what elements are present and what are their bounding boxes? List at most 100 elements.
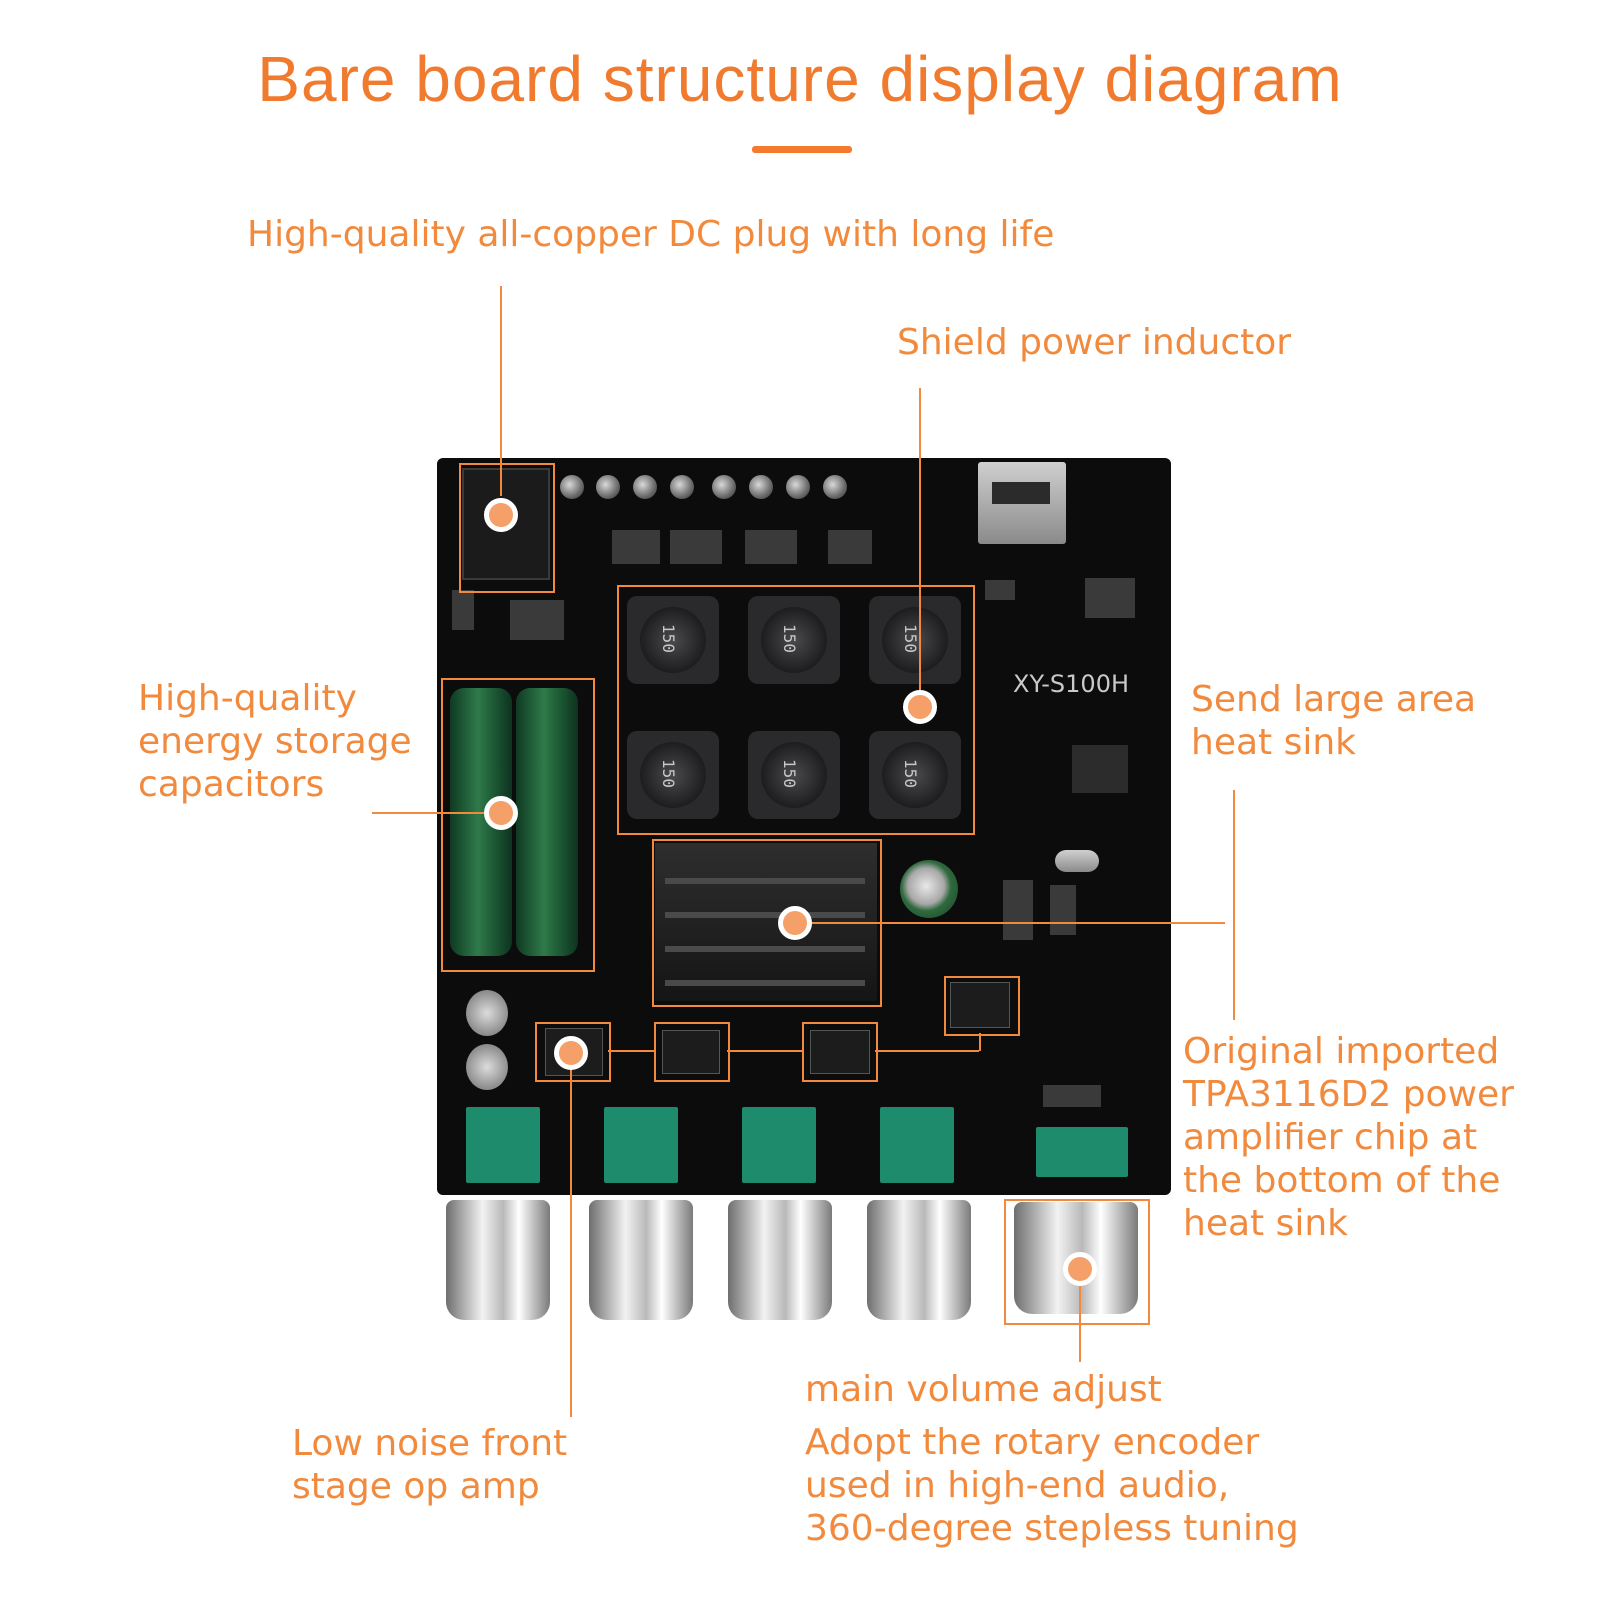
smd-component — [1085, 578, 1135, 618]
tone-knob[interactable] — [589, 1200, 693, 1320]
smd-component — [670, 530, 722, 564]
smd-component — [612, 530, 660, 564]
potentiometer — [466, 1107, 540, 1183]
tone-knob[interactable] — [728, 1200, 832, 1320]
amp-chip-leader — [1233, 790, 1235, 1020]
smd-component — [828, 530, 872, 564]
inductor-marking: 150 — [779, 759, 799, 788]
pin-header — [1043, 1085, 1101, 1107]
small-capacitor — [466, 1044, 508, 1090]
op-amp-link — [979, 1033, 981, 1051]
energy-capacitor — [516, 688, 578, 956]
dc-jack — [462, 468, 550, 580]
inductor-marking: 150 — [658, 759, 678, 788]
label-capacitors-line2: energy storage — [138, 721, 412, 762]
op-amp-marker — [554, 1036, 588, 1070]
terminal-screw — [633, 475, 657, 499]
label-op-amp-line1: Low noise front — [292, 1423, 568, 1464]
label-capacitors-line3: capacitors — [138, 764, 325, 805]
label-capacitors-line1: High-quality — [138, 678, 357, 719]
terminal-screw — [786, 475, 810, 499]
label-volume-title: main volume adjust — [805, 1369, 1162, 1410]
label-op-amp: Low noise front stage op amp — [292, 1422, 567, 1508]
tone-knob[interactable] — [446, 1200, 550, 1320]
inductor-marking: 150 — [658, 624, 678, 653]
potentiometer — [604, 1107, 678, 1183]
dc-plug-highlight — [459, 463, 555, 593]
potentiometer — [880, 1107, 954, 1183]
op-amp-highlight — [654, 1022, 730, 1082]
label-amp-chip-line3: amplifier chip at — [1183, 1117, 1478, 1158]
op-amp-chip — [810, 1030, 870, 1074]
rotary-encoder-base — [1036, 1127, 1128, 1177]
inductor-core — [640, 607, 706, 673]
inductor-highlight — [617, 585, 975, 835]
label-dc-plug: High-quality all-copper DC plug with lon… — [247, 214, 1055, 255]
smd-component — [745, 530, 797, 564]
inductor-marking: 150 — [779, 624, 799, 653]
terminal-screw — [823, 475, 847, 499]
terminal-screw — [560, 475, 584, 499]
label-volume: main volume adjust Adopt the rotary enco… — [805, 1368, 1299, 1550]
volume-highlight — [1004, 1199, 1150, 1325]
label-heat-sink-line1: Send large area — [1191, 679, 1477, 720]
usb-port-slot — [992, 482, 1050, 504]
smd-component — [1003, 880, 1033, 940]
op-amp-leader — [570, 1052, 572, 1417]
label-shield-inductor: Shield power inductor — [897, 322, 1292, 363]
capacitor-highlight — [441, 678, 595, 972]
capacitor-marker — [484, 796, 518, 830]
title-underline — [752, 146, 852, 153]
label-capacitors: High-quality energy storage capacitors — [138, 677, 412, 806]
smd-component — [1050, 885, 1076, 935]
inductor-core — [761, 742, 827, 808]
heat-sink-marker — [778, 906, 812, 940]
inductor-marker — [903, 690, 937, 724]
op-amp-link — [727, 1050, 802, 1052]
smd-component — [452, 590, 474, 630]
label-amp-chip-line1: Original imported — [1183, 1031, 1500, 1072]
smd-component — [510, 600, 564, 640]
op-amp-link — [608, 1050, 654, 1052]
heat-sink-fin — [665, 912, 865, 918]
inductor-core — [882, 607, 948, 673]
small-capacitor — [900, 860, 958, 918]
op-amp-link — [875, 1050, 979, 1052]
terminal-screw — [712, 475, 736, 499]
inductor-core — [882, 742, 948, 808]
small-capacitor — [466, 990, 508, 1036]
op-amp-highlight — [535, 1022, 611, 1082]
inductor-marking: 150 — [900, 624, 920, 653]
label-heat-sink: Send large area heat sink — [1191, 678, 1476, 764]
label-amp-chip-line5: heat sink — [1183, 1203, 1349, 1244]
crystal-oscillator — [1055, 850, 1099, 872]
dc-plug-marker — [484, 498, 518, 532]
dc-plug-leader — [500, 286, 502, 496]
heat-sink-fin — [665, 980, 865, 986]
heat-sink-fin — [665, 946, 865, 952]
inductor-leader — [919, 388, 921, 706]
label-amp-chip-line2: TPA3116D2 power — [1183, 1074, 1514, 1115]
tone-knob[interactable] — [867, 1200, 971, 1320]
page-title: Bare board structure display diagram — [257, 43, 1343, 115]
inductor-core — [761, 607, 827, 673]
label-heat-sink-line2: heat sink — [1191, 722, 1357, 763]
op-amp-chip — [662, 1030, 720, 1074]
op-amp-chip — [950, 982, 1010, 1028]
label-amp-chip-line4: the bottom of the — [1183, 1160, 1501, 1201]
label-volume-desc-line2: used in high-end audio, — [805, 1465, 1230, 1506]
heat-sink-leader — [795, 922, 1225, 924]
inductor-core — [640, 742, 706, 808]
volume-leader — [1079, 1268, 1081, 1362]
terminal-screw — [596, 475, 620, 499]
terminal-screw — [670, 475, 694, 499]
voltage-regulator — [1072, 745, 1128, 793]
op-amp-highlight — [802, 1022, 878, 1082]
label-volume-desc-line1: Adopt the rotary encoder — [805, 1422, 1260, 1463]
potentiometer — [742, 1107, 816, 1183]
label-volume-desc-line3: 360-degree stepless tuning — [805, 1508, 1299, 1549]
capacitor-leader — [372, 812, 500, 814]
board-model-label: XY-S100H — [1013, 670, 1130, 698]
label-amp-chip: Original imported TPA3116D2 power amplif… — [1183, 1030, 1514, 1245]
op-amp-highlight — [944, 976, 1020, 1036]
